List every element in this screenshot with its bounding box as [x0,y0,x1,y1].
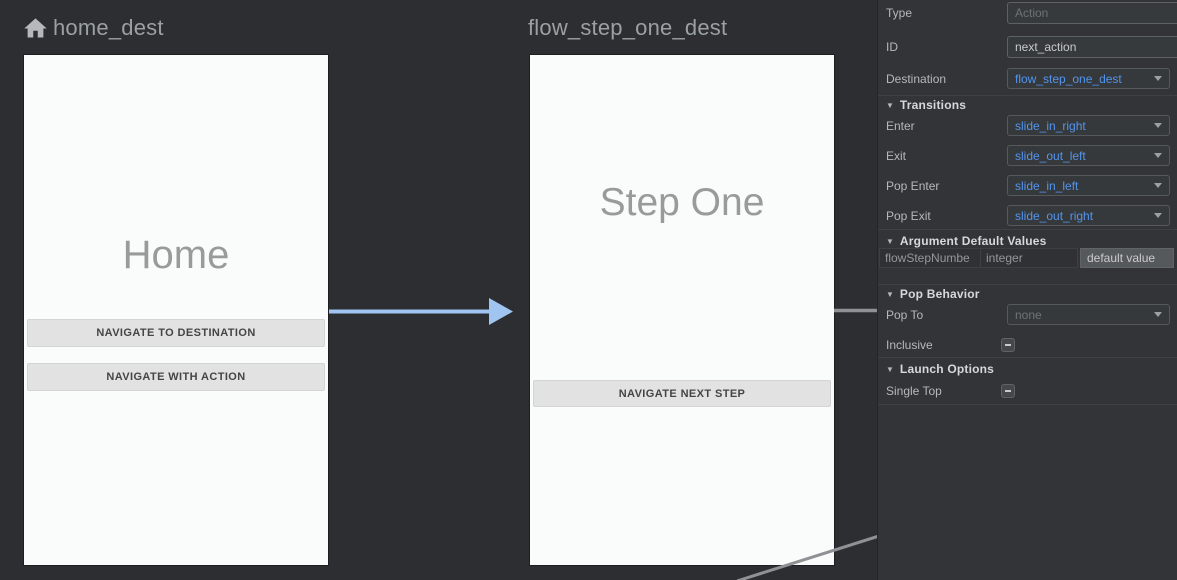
argument-defaults-section-header[interactable]: ▼ Argument Default Values [886,234,1047,248]
destination-title-home: home_dest [53,15,164,40]
argument-name-cell[interactable]: flowStepNumbe [879,248,981,268]
row-enter: Enter slide_in_right [886,115,1170,137]
destination-preview-home[interactable]: Home NAVIGATE TO DESTINATION NAVIGATE WI… [24,55,328,565]
id-input[interactable] [1007,36,1177,58]
chevron-down-icon [1154,123,1162,128]
argument-default-value-cell[interactable]: default value [1080,248,1174,268]
argument-type-cell[interactable]: integer [980,248,1078,268]
chevron-down-icon [1154,183,1162,188]
row-pop-exit: Pop Exit slide_out_right [886,205,1170,227]
separator [878,404,1177,405]
home-icon [24,17,47,37]
type-label: Type [886,6,913,20]
destination-header-home[interactable]: home_dest [22,10,164,46]
row-inclusive: Inclusive [886,337,1170,353]
pop-exit-label: Pop Exit [886,209,931,223]
enter-transition-dropdown[interactable]: slide_in_right [1007,115,1170,136]
row-exit: Exit slide_out_left [886,145,1170,167]
navigate-to-destination-button[interactable]: NAVIGATE TO DESTINATION [27,319,325,347]
separator [878,357,1177,358]
exit-label: Exit [886,149,907,163]
destination-dropdown[interactable]: flow_step_one_dest [1007,68,1170,89]
type-input[interactable] [1007,2,1177,24]
row-type: Type [886,2,1177,24]
separator [878,95,1177,96]
navigate-next-step-button[interactable]: NAVIGATE NEXT STEP [533,380,831,407]
pop-enter-label: Pop Enter [886,179,940,193]
destination-label: Destination [886,72,947,86]
destination-preview-step-one[interactable]: Step One NAVIGATE NEXT STEP [530,55,834,565]
inclusive-indeterminate-checkbox[interactable] [1001,338,1015,352]
navigate-with-action-button[interactable]: NAVIGATE WITH ACTION [27,363,325,391]
destination-header-step-one[interactable]: flow_step_one_dest [528,10,727,46]
exit-transition-dropdown[interactable]: slide_out_left [1007,145,1170,166]
row-pop-to: Pop To none [886,304,1170,326]
row-id: ID [886,36,1177,58]
nav-graph-canvas[interactable]: home_dest Home NAVIGATE TO DESTINATION N… [0,0,877,580]
separator [878,229,1177,230]
collapse-triangle-icon: ▼ [886,364,894,374]
pop-behavior-section-header[interactable]: ▼ Pop Behavior [886,287,980,301]
chevron-down-icon [1154,153,1162,158]
separator [878,284,1177,285]
chevron-down-icon [1154,213,1162,218]
home-screen-title: Home [122,233,230,277]
attributes-panel: Type ID Destination flow_step_one_dest ▼… [877,0,1177,580]
chevron-down-icon [1154,312,1162,317]
pop-to-label: Pop To [886,308,924,322]
id-label: ID [886,40,898,54]
row-pop-enter: Pop Enter slide_in_left [886,175,1170,197]
step-one-screen-title: Step One [599,181,765,224]
destination-title-step-one: flow_step_one_dest [528,15,728,40]
action-arrow-head [489,298,513,325]
collapse-triangle-icon: ▼ [886,100,894,110]
transitions-section-header[interactable]: ▼ Transitions [886,98,967,112]
enter-label: Enter [886,119,915,133]
row-single-top: Single Top [886,383,1170,399]
argument-row: flowStepNumbe integer default value [879,248,1174,268]
row-destination: Destination flow_step_one_dest [886,68,1170,90]
single-top-label: Single Top [886,384,942,398]
destination-value: flow_step_one_dest [1015,71,1122,86]
pop-enter-transition-dropdown[interactable]: slide_in_left [1007,175,1170,196]
pop-exit-transition-dropdown[interactable]: slide_out_right [1007,205,1170,226]
launch-options-section-header[interactable]: ▼ Launch Options [886,362,995,376]
chevron-down-icon [1154,76,1162,81]
collapse-triangle-icon: ▼ [886,289,894,299]
inclusive-label: Inclusive [886,338,933,352]
single-top-indeterminate-checkbox[interactable] [1001,384,1015,398]
collapse-triangle-icon: ▼ [886,236,894,246]
pop-to-dropdown[interactable]: none [1007,304,1170,325]
